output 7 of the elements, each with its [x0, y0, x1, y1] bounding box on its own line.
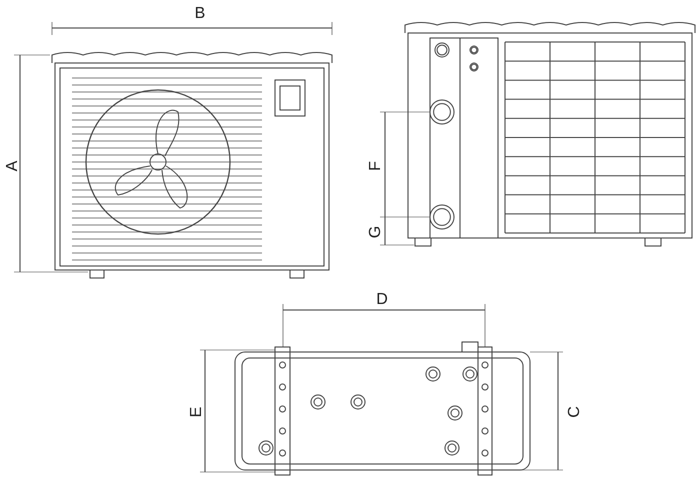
dimension-label: C	[567, 405, 583, 419]
dimension-label: F	[368, 160, 384, 173]
dimension-label: A	[5, 160, 21, 173]
dimension-label: G	[368, 225, 384, 239]
dimension-label: B	[194, 6, 206, 22]
dimension-label: E	[189, 406, 205, 419]
dimension-label: D	[375, 292, 389, 308]
